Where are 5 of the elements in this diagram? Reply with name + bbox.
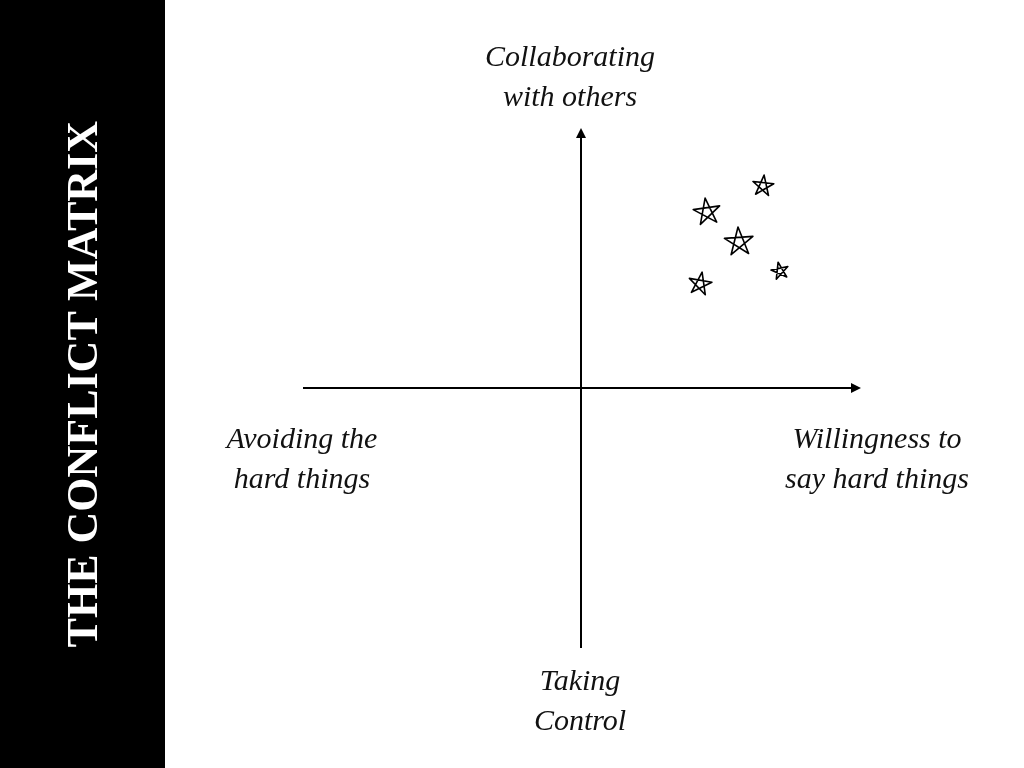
axis-label: Avoiding the hard things [224, 420, 379, 496]
axis-label: Taking Control [532, 662, 628, 738]
axis-label: Collaborating with others [484, 38, 656, 114]
page-title: THE CONFLICT MATRIX [60, 120, 105, 648]
axis-label: Willingness to say hard things [784, 420, 970, 496]
